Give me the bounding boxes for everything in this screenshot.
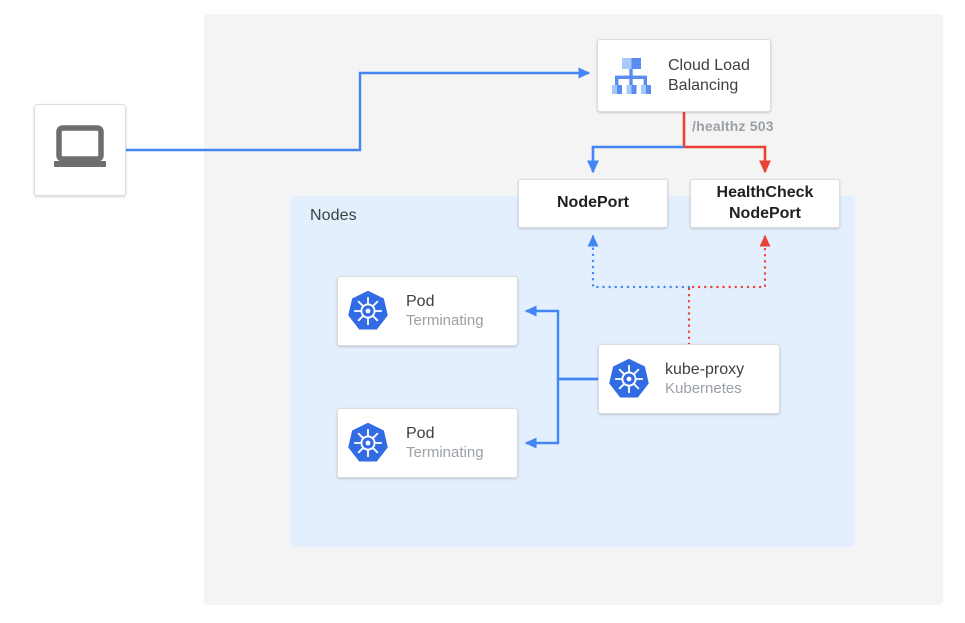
pod-node-1[interactable]: Pod Terminating (337, 276, 518, 346)
kube-proxy-subtitle: Kubernetes (665, 379, 742, 397)
cloud-load-balancing-title-line-1: Cloud Load (668, 56, 750, 74)
healthz-edge-label: /healthz 503 (692, 118, 774, 134)
kube-proxy-label-group: kube-proxy Kubernetes (665, 360, 744, 399)
client-node[interactable] (34, 104, 126, 196)
pod-2-title: Pod (406, 424, 435, 442)
nodes-region-label: Nodes (310, 207, 357, 224)
healthcheck-nodeport-label-group: HealthCheck NodePort (691, 180, 839, 227)
pod-2-subtitle: Terminating (406, 443, 484, 461)
kube-proxy-title: kube-proxy (665, 360, 745, 378)
cloud-load-balancing-label-group: Cloud Load Balancing (668, 56, 750, 96)
cloud-load-balancing-icon (608, 54, 654, 98)
pod-2-label-group: Pod Terminating (406, 424, 484, 463)
healthcheck-nodeport-node[interactable]: HealthCheck NodePort (690, 179, 840, 228)
pod-1-label-group: Pod Terminating (406, 292, 484, 331)
nodeport-label: NodePort (557, 194, 629, 212)
pod-1-title: Pod (406, 292, 435, 310)
kubernetes-icon (346, 289, 390, 333)
pod-1-subtitle: Terminating (406, 311, 484, 329)
nodeport-node[interactable]: NodePort (518, 179, 668, 228)
kubernetes-icon (346, 421, 390, 465)
cloud-load-balancing-title-line-2: Balancing (668, 76, 739, 94)
pod-node-2[interactable]: Pod Terminating (337, 408, 518, 478)
kubernetes-icon (607, 357, 651, 401)
cloud-load-balancing-node[interactable]: Cloud Load Balancing (597, 39, 771, 112)
laptop-icon (52, 124, 108, 177)
healthcheck-nodeport-label-line-1: HealthCheck (716, 183, 814, 201)
healthcheck-nodeport-label-line-2: NodePort (728, 204, 801, 222)
kube-proxy-node[interactable]: kube-proxy Kubernetes (598, 344, 780, 414)
